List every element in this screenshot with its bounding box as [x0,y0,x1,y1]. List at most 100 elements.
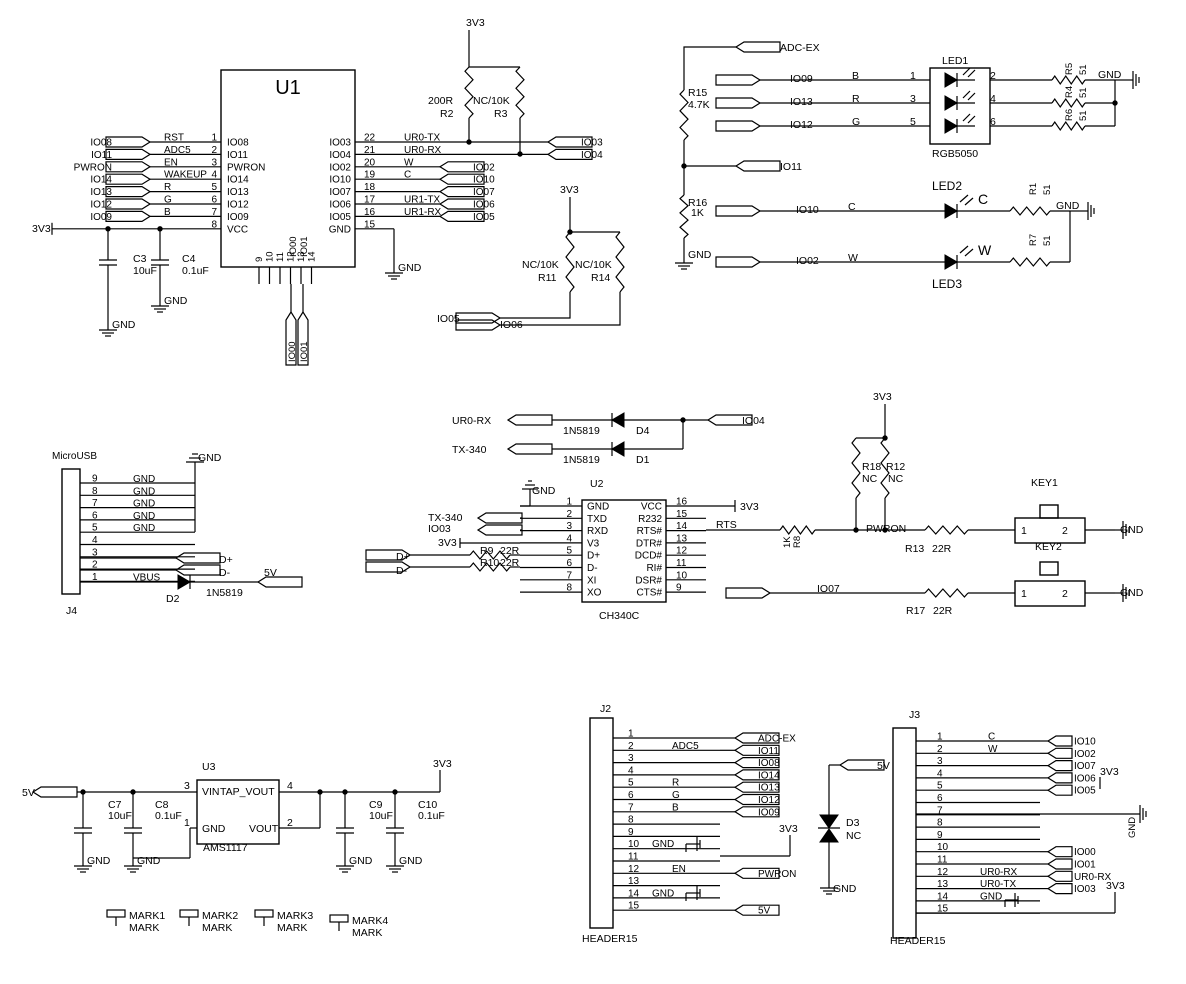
mark-pad [106,909,126,918]
mark-ref: MARK3 [277,910,313,922]
pin-number: 4 [92,535,98,546]
gnd-label: GND [688,249,712,261]
pin-number: 4 [937,768,943,779]
res-value: 1K [691,207,704,219]
port-flag [733,744,780,756]
pin-number: 1 [910,70,916,82]
port-flag [506,443,553,455]
port-label: IO13 [790,96,813,108]
res-value: NC/10K [522,259,559,271]
port-flag [715,256,762,268]
port-flag [715,74,762,86]
wire [500,292,621,326]
cap-value: 10uF [369,810,393,822]
net-label: C [848,201,856,213]
net-label: C [988,732,995,743]
res-ref: R8 [792,536,803,548]
net-label: G [852,116,860,128]
gnd-label: GND [198,452,222,464]
led-letter: C [978,191,988,207]
power-label: 3V3 [740,501,759,513]
cap-ref: C10 [418,799,437,811]
port-label: IO11 [91,150,112,161]
r13 [924,525,969,535]
port-flag [733,769,780,781]
r16 [679,194,689,239]
net-label: ADC5 [672,741,699,752]
port-flag [105,186,152,198]
pin-number: 5 [937,781,943,792]
gnd-label: GND [1120,587,1144,599]
port-flag [1046,735,1073,747]
port-label: IO07 [1074,761,1096,772]
mark-ref: MARK2 [202,910,238,922]
led-diode [944,95,958,111]
res-value: NC [862,473,878,485]
pin-number: 8 [566,583,572,594]
light-arrow [967,92,976,101]
part-value: RGB5050 [932,148,978,160]
connector-title: MicroUSB [52,451,97,462]
pin-name: IO02 [329,162,351,173]
pin-number: 9 [92,474,98,485]
res-ref: R9 [480,545,494,557]
pin-name: RTS# [637,526,663,537]
port-label: IO07 [817,583,840,595]
port-label: IO10 [473,175,495,186]
cap-value: 10uF [133,265,157,277]
res-value: 22R [933,605,953,617]
mark-name: MARK [352,927,382,939]
port-flag [297,310,309,366]
mark-ref: MARK4 [352,915,388,927]
mark-name: MARK [129,922,159,934]
pin-number: 3 [566,521,572,532]
port-flag [438,198,485,210]
led-resistor [1051,74,1086,86]
net-label: UR0-TX [980,879,1016,890]
res-ref: R16 [688,197,707,209]
pin-number: 7 [628,802,634,813]
port-flag [105,148,152,160]
port-flag [734,160,781,172]
junction [517,151,523,157]
res-ref: R15 [688,87,707,99]
port-label: IO09 [758,807,780,818]
pin-number: 18 [364,182,376,193]
j4-body [61,468,81,595]
port-flag [733,793,780,806]
part-value: HEADER15 [890,935,946,947]
port-flag [838,759,885,771]
pin-number: 9 [628,827,634,838]
power-label: 3V3 [466,17,485,29]
r18 [851,437,861,499]
pin-name: D+ [587,551,600,562]
port-label: D- [219,567,231,579]
port-label: IO05 [473,212,495,223]
port-flag [733,867,780,879]
led-letter: W [978,242,992,258]
port-flag [365,561,412,573]
port-flag [1046,759,1073,772]
port-flag [546,136,593,148]
pin-number: 4 [211,170,217,181]
res-value: 51 [1042,235,1053,246]
res-value: NC [888,473,904,485]
pin-name: IO12 [227,200,249,211]
part-ref: LED3 [932,277,962,291]
port-flag [1046,772,1073,784]
pin-number: 2 [628,741,634,752]
pin-number: 3 [184,780,190,792]
led1-body [929,67,991,145]
led-diode [944,118,958,134]
port-flag [476,512,523,524]
res-ref: R17 [906,605,925,617]
gnd-label: GND [87,855,111,867]
net-label: GND [133,523,155,534]
pin-number: 14 [937,891,949,902]
port-flag [546,148,593,160]
res-ref: R13 [905,543,924,555]
port-label: IO10 [1074,737,1096,748]
port-label: IO14 [758,770,780,781]
port-label: TX-340 [452,444,487,456]
port-flag [715,97,762,109]
